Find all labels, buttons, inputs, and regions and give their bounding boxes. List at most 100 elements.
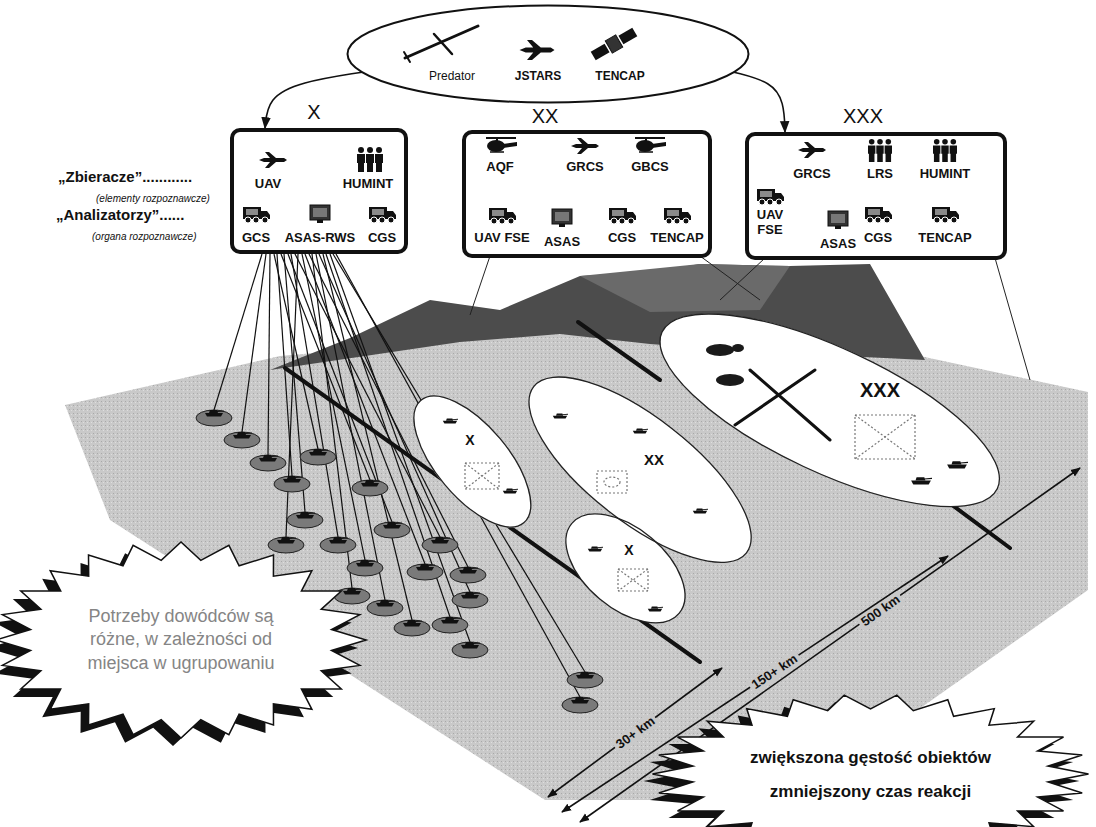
area-ellipse-outline <box>502 346 779 594</box>
text-holder: UAV FSE <box>474 228 529 246</box>
node-text: UAV <box>255 177 281 192</box>
node-text: GRCS <box>566 160 604 175</box>
division-area-part <box>693 508 708 513</box>
corps-area-part-part <box>706 344 734 356</box>
leader-line-part <box>214 254 262 410</box>
node-text: CGS <box>864 231 892 246</box>
text-holder: ASAS-RWS <box>285 228 356 246</box>
tencap-satellite-icon-part <box>591 44 610 61</box>
node-text: TENCAP <box>918 231 971 246</box>
brigade-area-part <box>393 378 551 547</box>
text-holder: TENCAP <box>595 66 644 84</box>
brigade-area-part <box>465 463 499 489</box>
brigade-box-icons-part <box>243 207 270 223</box>
node-text: UAV FSE <box>474 231 529 246</box>
node-text: XX <box>644 451 664 468</box>
leader-line-part <box>242 254 266 432</box>
node-text: XXX <box>860 378 900 401</box>
division-box-icons-part <box>571 138 599 154</box>
tencap-satellite-icon <box>590 26 639 62</box>
division-area-part <box>633 428 648 433</box>
vehicle-icon-part <box>416 564 435 571</box>
platform-ellipse-outline <box>348 6 749 103</box>
corps-area-part <box>706 344 744 386</box>
brigade-box-icons-part <box>369 207 396 223</box>
unit-oval-part <box>347 560 383 576</box>
text-holder: XX <box>532 105 559 128</box>
corps-box-icons-part <box>828 211 848 229</box>
sensor-line-part <box>720 258 765 300</box>
node-text: X <box>624 542 633 558</box>
vehicle-icon-part <box>431 537 450 544</box>
node-text: X <box>465 432 474 448</box>
division-box-icons-part <box>664 208 691 224</box>
leader-line-part <box>319 254 470 592</box>
tasking-arrow <box>734 72 785 132</box>
vehicle-icon-part <box>376 600 395 607</box>
predator-icon-part <box>405 26 478 58</box>
distance-label: 500 km <box>856 591 906 632</box>
corps-area-part-part <box>855 415 915 459</box>
corps-box-icons-part <box>798 142 826 158</box>
mountain-range-part <box>580 264 790 312</box>
text-holder: XXX <box>843 105 883 128</box>
predator-icon <box>404 26 478 62</box>
label-holder: (elementy rozpoznawcze) <box>96 188 210 206</box>
leader-line-part <box>316 254 385 600</box>
text-holder: UAV FSE <box>752 208 788 238</box>
leader-line-part <box>286 254 298 537</box>
label-holder: „Analizatorzy”...... <box>56 206 184 224</box>
tasking-arrow <box>265 72 362 128</box>
brigade-area-part <box>618 569 648 591</box>
brigade-area-part-part <box>465 463 499 489</box>
distance-label: 30+ km <box>611 712 660 754</box>
brigade-box-icons-part <box>259 152 287 168</box>
label-holder: (organa rozpoznawcze) <box>92 226 197 244</box>
node-outline <box>346 4 750 104</box>
node-text: LRS <box>867 167 893 182</box>
text-holder: LRS <box>867 164 893 182</box>
unit-oval-part <box>422 537 458 553</box>
corps-area-part-part <box>716 374 744 386</box>
leader-line-part <box>336 254 580 697</box>
division-box-icons <box>486 138 691 227</box>
corps-box-icons-part <box>868 139 892 162</box>
boundary-line-part <box>578 322 660 380</box>
text-holder: CGS <box>608 228 636 246</box>
brigade-area-part-part <box>618 569 648 591</box>
node-text: ASAS <box>820 237 856 252</box>
predator-icon-part <box>404 52 410 62</box>
text-holder: AQF <box>486 157 513 175</box>
corps-box-icons-part <box>757 189 784 205</box>
corps-area-part-part <box>732 344 744 352</box>
leader-line-part <box>305 254 425 564</box>
unit-oval-part <box>562 697 598 713</box>
vehicle-icon-part <box>233 432 252 439</box>
unit-oval-part <box>394 620 430 636</box>
node-text: TENCAP <box>595 70 644 84</box>
brigade-box-icons-part <box>357 147 383 172</box>
text-holder: JSTARS <box>515 66 561 84</box>
brigade-area <box>393 378 551 547</box>
node-text: UAV FSE <box>752 208 788 238</box>
sensor-line-part <box>470 256 490 315</box>
corps-box-icons-part <box>933 139 957 162</box>
node-text: Potrzeby dowódców są różne, w zależności… <box>64 605 299 675</box>
unit-oval-part <box>567 672 603 688</box>
text-holder: GRCS <box>793 164 831 182</box>
unit-oval-part <box>450 567 486 583</box>
starburst-text-group: zwiększona gęstość obiektówzmniejszony c… <box>645 687 1096 827</box>
unit-oval-part <box>268 537 304 553</box>
vehicle-icon-part <box>441 617 460 624</box>
text-holder: CGS <box>864 228 892 246</box>
brigade-area-part <box>648 606 663 611</box>
echelon-heading: XX <box>532 105 559 128</box>
leader-line-part <box>284 254 305 512</box>
brigade-area-part-part <box>618 569 648 591</box>
node-text: AQF <box>486 160 513 175</box>
area-ellipse-outline <box>546 492 705 643</box>
division-box-icons-part <box>635 138 666 152</box>
vehicle-icon-part <box>283 476 302 483</box>
text-holder: XX <box>644 451 664 469</box>
